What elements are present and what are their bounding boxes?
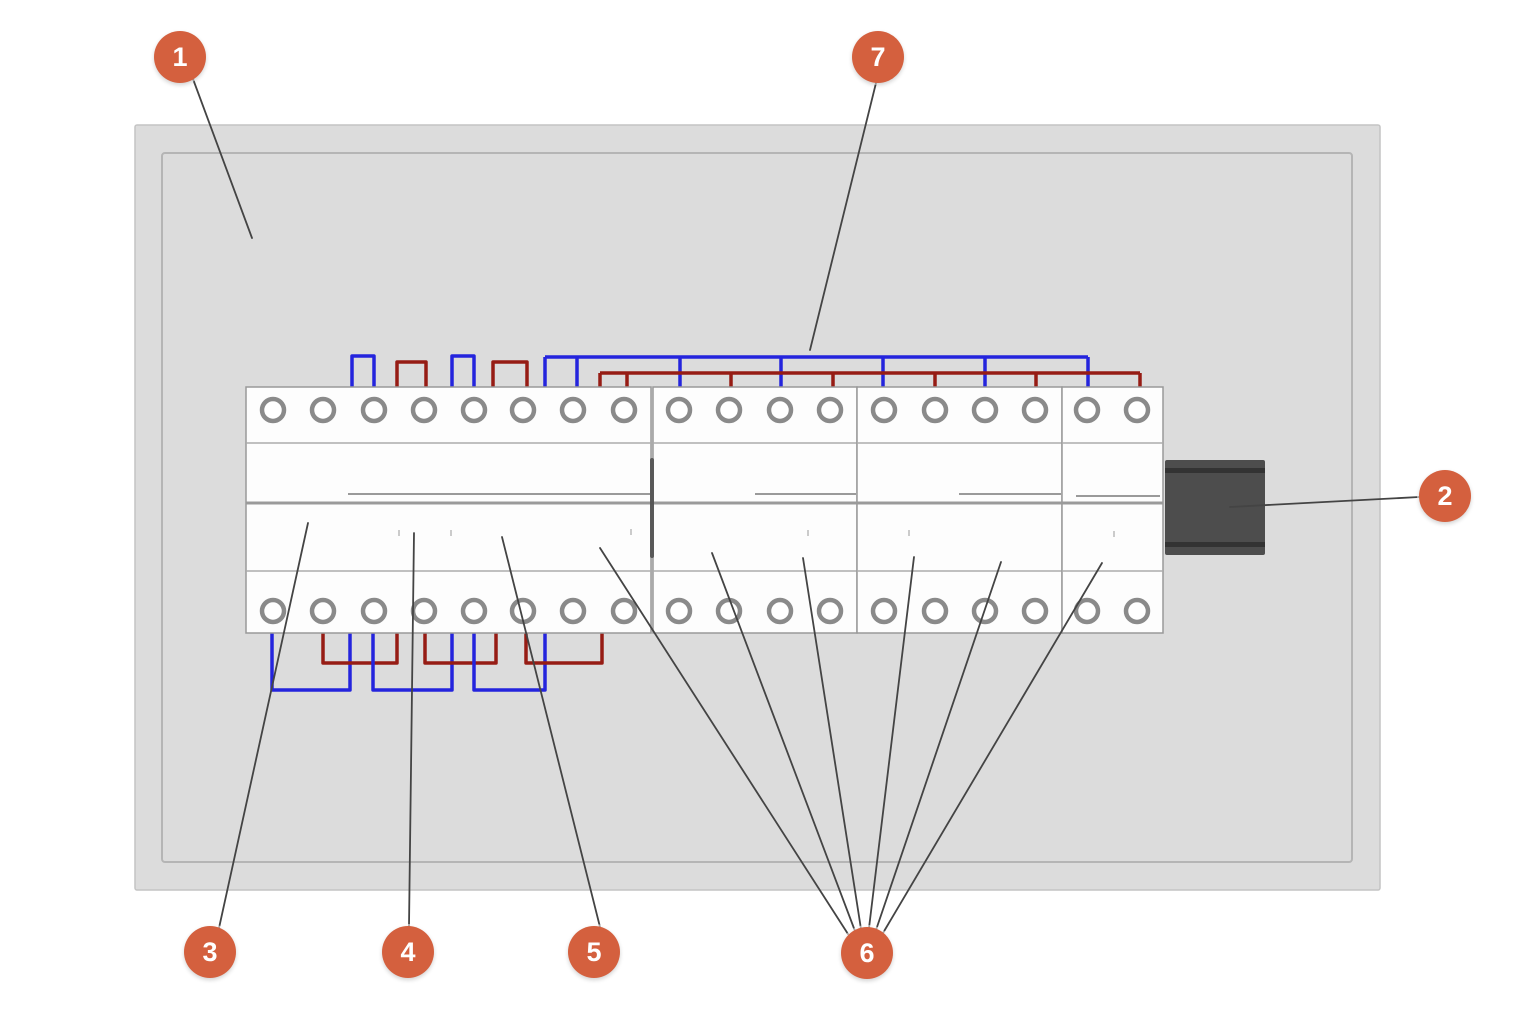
terminal-screw: [1021, 396, 1049, 424]
terminal-screw: [870, 396, 898, 424]
terminal-screw: [921, 396, 949, 424]
module-mark: [450, 530, 452, 536]
callout-label: 3: [202, 936, 218, 967]
breaker-modules: [245, 386, 1164, 634]
leader-line: [882, 562, 1103, 934]
terminal-screw: [870, 597, 898, 625]
bottom-jumper-wire: [423, 631, 498, 665]
terminal-screw: [816, 396, 844, 424]
breaker-module-3: [856, 386, 1063, 634]
callout-badge-4[interactable]: 4: [382, 926, 434, 978]
terminal-screw: [1073, 597, 1101, 625]
terminal-screw: [460, 597, 488, 625]
callout-badge-1[interactable]: 1: [154, 31, 206, 83]
callout-label: 1: [172, 41, 188, 72]
bottom-jumper-wire: [472, 631, 547, 692]
terminal-screw: [665, 396, 693, 424]
bottom-jumper-wire: [524, 631, 604, 665]
terminal-screw: [259, 597, 287, 625]
callout-badge-6[interactable]: 6: [841, 927, 893, 979]
top-jumper-wire: [350, 354, 376, 388]
terminal-screw: [610, 396, 638, 424]
top-jumper-wire: [491, 360, 529, 388]
terminal-screw: [1123, 597, 1151, 625]
panel-inner-border: [161, 152, 1353, 863]
breaker-module-1: [245, 386, 652, 634]
breaker-module-2: [652, 386, 858, 634]
terminal-screw: [309, 396, 337, 424]
callout-label: 7: [870, 41, 886, 72]
callout-label: 5: [586, 936, 602, 967]
module-mark: [807, 530, 809, 536]
wiring: [270, 354, 1142, 692]
callout-badge-2[interactable]: 2: [1419, 470, 1471, 522]
terminal-screw: [766, 396, 794, 424]
module-mark: [1113, 531, 1115, 537]
module-mark: [908, 530, 910, 536]
breaker-module-4: [1061, 386, 1164, 634]
bottom-jumper-wire: [270, 631, 352, 692]
leader-line: [711, 552, 856, 932]
callout-label: 4: [400, 936, 416, 967]
leader-lines: [192, 78, 1420, 935]
terminal-screw: [309, 597, 337, 625]
bottom-jumper-wire: [321, 631, 399, 665]
leader-line: [408, 532, 415, 927]
terminal-screw: [559, 597, 587, 625]
callout-label: 2: [1437, 480, 1453, 511]
callout-badge-3[interactable]: 3: [184, 926, 236, 978]
leader-line: [802, 557, 862, 930]
terminal-screw: [610, 597, 638, 625]
leader-line: [501, 536, 601, 928]
leader-line: [868, 556, 915, 929]
terminal-screw: [509, 396, 537, 424]
top-jumper-wire: [395, 360, 428, 388]
module-mark: [630, 529, 632, 535]
callout-label: 6: [859, 937, 875, 968]
terminal-screw: [410, 396, 438, 424]
terminal-screw: [259, 396, 287, 424]
module-junction-bar: [650, 458, 654, 558]
leader-line: [875, 561, 1002, 931]
terminal-screw: [816, 597, 844, 625]
terminal-screw: [1123, 396, 1151, 424]
terminal-screw: [971, 396, 999, 424]
leader-line: [809, 82, 877, 351]
din-rail-clip: [1165, 460, 1265, 555]
leader-line: [192, 78, 253, 239]
leader-line: [218, 522, 309, 929]
top-jumper-wire: [450, 354, 476, 388]
callout-badge-7[interactable]: 7: [852, 31, 904, 83]
terminal-screw: [460, 396, 488, 424]
terminal-screw: [410, 597, 438, 625]
terminal-screw: [559, 396, 587, 424]
terminal-screw: [715, 396, 743, 424]
terminal-screw: [360, 597, 388, 625]
terminal-screw: [921, 597, 949, 625]
terminal-screw: [360, 396, 388, 424]
terminal-screw: [1073, 396, 1101, 424]
module-mark: [398, 530, 400, 536]
terminal-screw: [1021, 597, 1049, 625]
callout-badge-5[interactable]: 5: [568, 926, 620, 978]
terminal-screw: [665, 597, 693, 625]
leader-line: [1229, 496, 1420, 508]
terminal-screw: [766, 597, 794, 625]
leader-line: [599, 547, 849, 935]
